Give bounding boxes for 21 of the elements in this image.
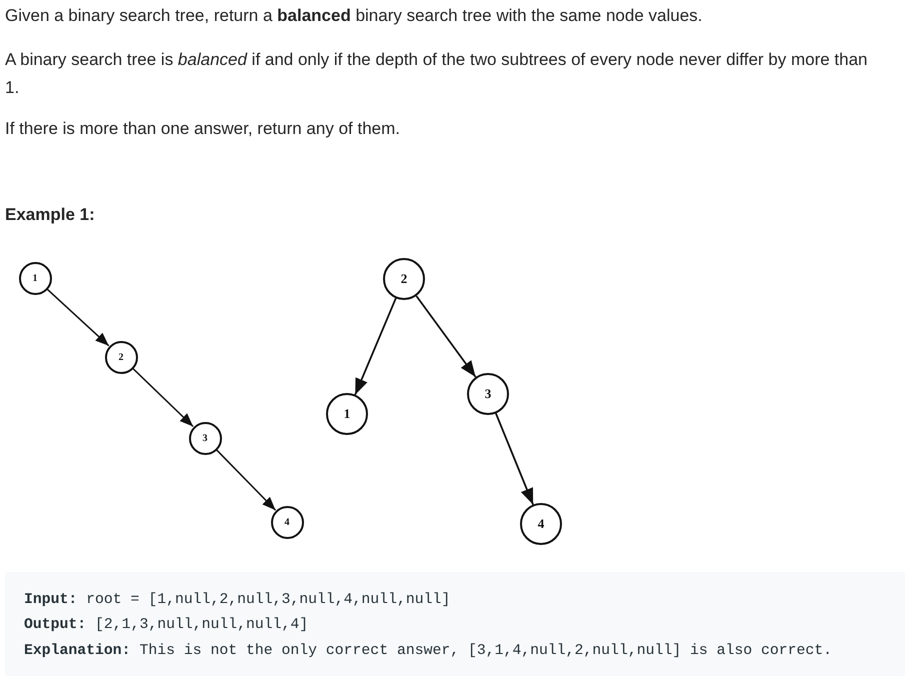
arrow	[46, 288, 110, 346]
code-line: Input: root = [1,null,2,null,3,null,4,null,null]	[24, 591, 450, 610]
paragraph: Given a binary search tree, return a balanced binary search tree with the same node values.	[5, 5, 704, 27]
arrow	[495, 413, 534, 505]
code-line: Output: [2,1,3,null,null,null,4]	[24, 616, 308, 635]
arrow	[216, 449, 276, 511]
paragraph: A binary search tree is balanced if and only if the depth of the two subtrees of every node never differ by more than 1.	[5, 49, 868, 99]
tree-node: 2	[104, 340, 138, 374]
tree-node: 3	[188, 422, 222, 454]
paragraph: If there is more than one answer, return any of them.	[5, 118, 401, 140]
tree-node: 4	[520, 503, 562, 545]
tree-node: 1	[18, 262, 52, 294]
arrow	[416, 295, 476, 378]
arrow	[354, 298, 397, 396]
tree-node: 1	[326, 393, 368, 435]
example-heading: Example 1:	[5, 204, 95, 226]
tree-node: 2	[383, 258, 425, 300]
tree-node: 4	[270, 506, 304, 538]
tree-node: 3	[467, 373, 509, 415]
code-line: Explanation: This is not the only correct answer, [3,1,4,null,2,null,null] is also correct.	[24, 642, 832, 661]
arrow	[132, 368, 194, 428]
